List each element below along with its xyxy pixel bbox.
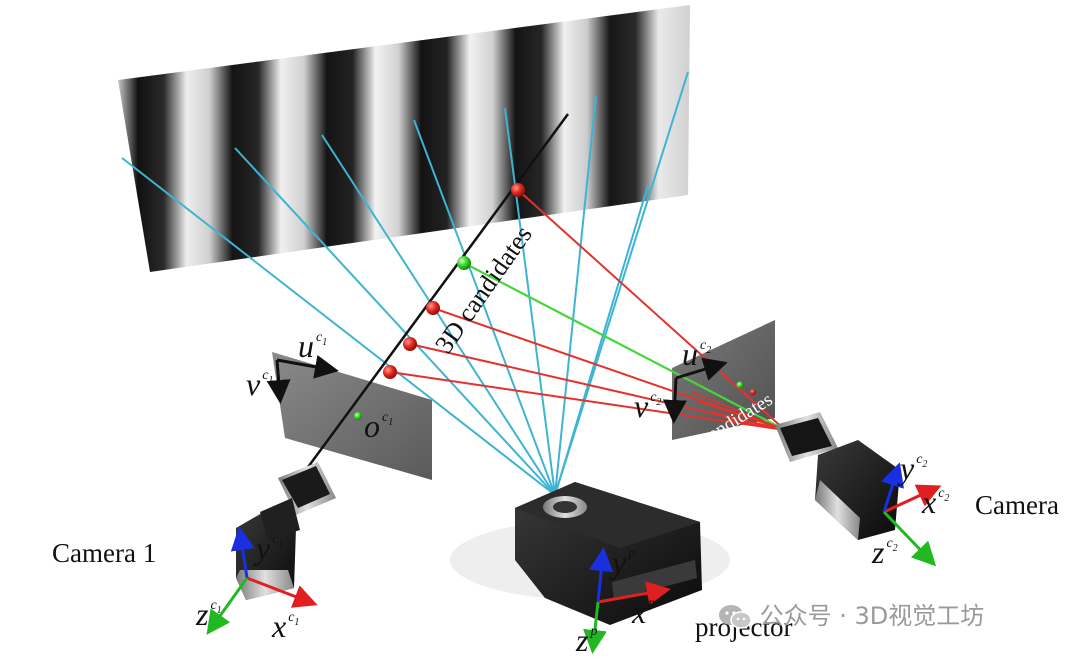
candidate-ray-green: [463, 262, 786, 431]
v-axis-camera-1: [266, 359, 291, 404]
y-axis-camera-1: [230, 526, 255, 579]
z-axis-projector: [583, 601, 607, 654]
projector-rays: [121, 71, 689, 496]
candidate-rays-red: [389, 189, 786, 431]
image-point-camera-2: [750, 389, 756, 395]
z-axis-camera-2: [882, 510, 937, 567]
x-axis-camera-1: [246, 576, 318, 608]
candidate-point: [403, 337, 417, 351]
camera-1-ray: [298, 113, 570, 479]
plane-2-rays: [691, 391, 786, 431]
camera-1-label: Camera 1: [52, 538, 157, 568]
watermark-text: 公众号 · 3D视觉工坊: [759, 602, 985, 630]
candidate-point: [511, 183, 525, 197]
x-axis-camera-2: [883, 484, 942, 514]
x-axis-projector: [597, 581, 671, 605]
candidate-point: [383, 365, 397, 379]
camera-2-label: Camera: [975, 490, 1059, 520]
image-plane-camera-1: [272, 352, 432, 480]
u-axis-camera-2: [675, 357, 728, 381]
v-axis-camera-2: [662, 377, 687, 424]
projector: [515, 482, 702, 625]
y-axis-camera-2: [881, 462, 904, 513]
y-axis-projector: [589, 547, 614, 603]
candidate-point: [426, 301, 440, 315]
image-point-camera-1: [354, 412, 362, 420]
z-axis-camera-1: [206, 577, 249, 635]
true-point: [457, 256, 471, 270]
camera-1: [236, 462, 336, 600]
image-point-camera-2: [736, 381, 744, 389]
watermark: 公众号 · 3D视觉工坊: [718, 596, 984, 631]
wechat-icon: [719, 605, 752, 629]
fringe-pattern-screen: [118, 5, 690, 272]
camera-2: [775, 412, 900, 540]
u-axis-camera-1: [276, 355, 339, 379]
